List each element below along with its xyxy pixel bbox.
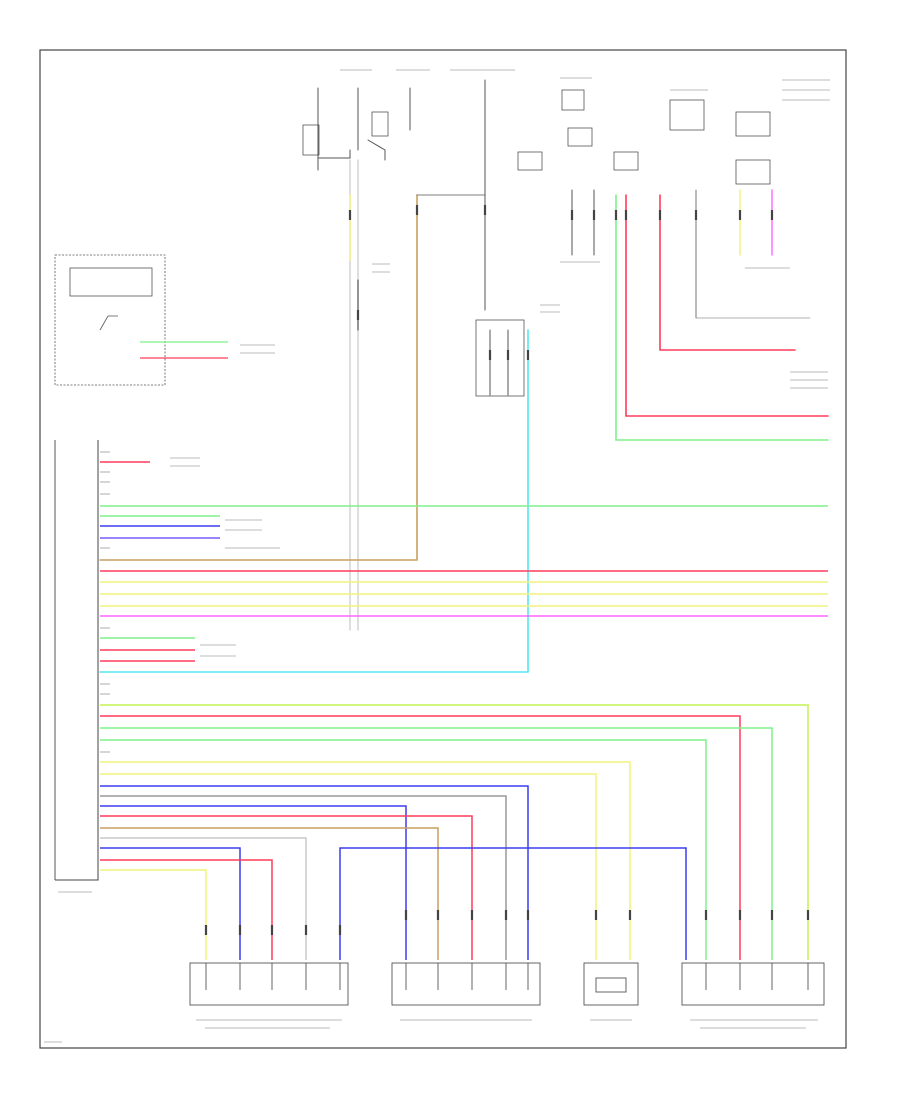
- control-unit-harness: [100, 461, 828, 960]
- illegible-labels: [44, 69, 830, 1043]
- bottom-component-3: [583, 962, 639, 1006]
- inline-connectors: [204, 205, 810, 935]
- control-unit-block: [54, 440, 99, 881]
- bottom-component-2: [391, 962, 541, 1006]
- bottom-component-1: [189, 962, 349, 1006]
- diagram-frame: [39, 49, 847, 1049]
- control-unit-pins: [100, 451, 110, 753]
- upper-left-module: ​: [54, 254, 228, 386]
- bottom-component-4: [681, 962, 825, 1006]
- top-supply-wiring: [99, 79, 829, 673]
